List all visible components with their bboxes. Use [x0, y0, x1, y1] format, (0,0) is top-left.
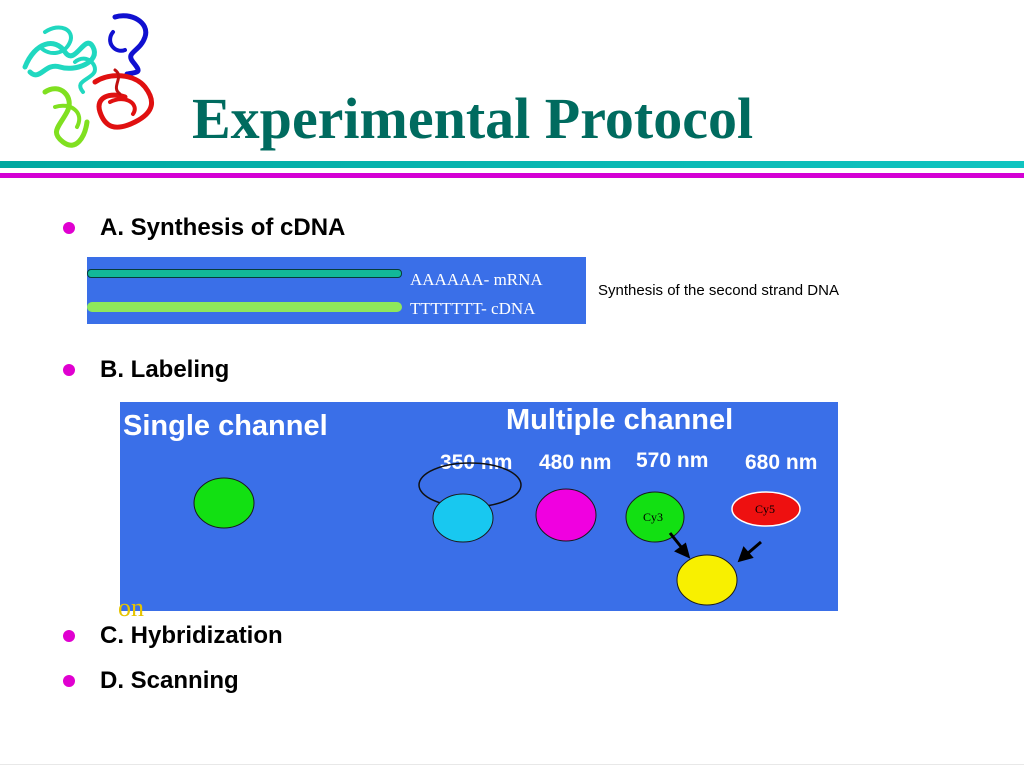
cy5-label: Cy5 [755, 502, 776, 516]
cy3-spot [625, 491, 685, 543]
cdna-strand [87, 302, 402, 312]
single-channel-heading: Single channel [123, 410, 328, 442]
multiple-channel-heading: Multiple channel [506, 404, 734, 436]
bullet-dot [63, 675, 75, 687]
slide-title: Experimental Protocol [192, 86, 754, 151]
bullet-hybridization: C. Hybridization [100, 622, 283, 649]
single-label-spot [193, 477, 255, 529]
title-divider-teal [0, 161, 1024, 168]
wavelength-480: 480 nm [539, 451, 612, 474]
bullet-dot [63, 222, 75, 234]
mrna-strand [87, 269, 402, 278]
cy5-spot [731, 491, 801, 527]
protein-structure-icon [22, 13, 154, 148]
cy3-label: Cy3 [643, 510, 664, 524]
overflow-text: on [118, 593, 144, 622]
bullet-synthesis: A. Synthesis of cDNA [100, 214, 346, 241]
wavelength-680: 680 nm [745, 451, 818, 474]
cdna-label: TTTTTTT- cDNA [410, 299, 536, 318]
bullet-scanning: D. Scanning [100, 667, 239, 694]
bullet-labeling: B. Labeling [100, 356, 230, 383]
magenta-spot [535, 488, 597, 542]
cyan-spot [432, 493, 494, 543]
mrna-label: AAAAAA- mRNA [410, 270, 543, 289]
title-divider-magenta [0, 173, 1024, 178]
wavelength-570: 570 nm [636, 449, 709, 472]
footer-line [0, 764, 1024, 765]
bullet-dot [63, 630, 75, 642]
cdna-synthesis-diagram: AAAAAA- mRNA TTTTTTT- cDNA [87, 257, 586, 324]
bullet-dot [63, 364, 75, 376]
labeling-diagram: Single channel Multiple channel 350 nm 4… [120, 402, 838, 611]
arrow-icon [668, 532, 691, 559]
arrow-icon [737, 540, 762, 563]
merged-yellow-spot [676, 554, 738, 606]
second-strand-caption: Synthesis of the second strand DNA [598, 282, 839, 299]
